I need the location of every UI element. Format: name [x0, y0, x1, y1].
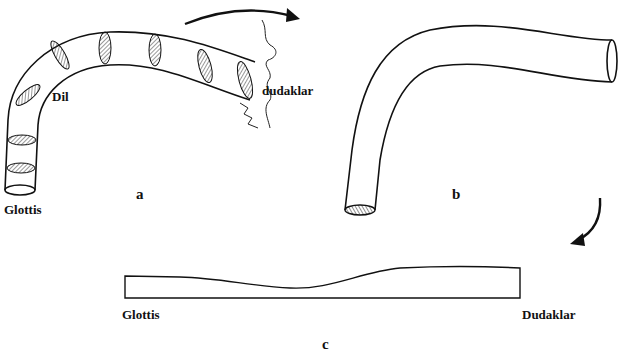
figure-letter: c — [322, 336, 329, 353]
figure-letter: b — [452, 186, 460, 203]
part-label: Glottis — [122, 308, 160, 322]
part-label: Dudaklar — [522, 308, 575, 322]
part-label: Glottis — [4, 203, 42, 217]
figure-letter: a — [136, 186, 144, 203]
part-label: Dil — [52, 90, 69, 104]
part-label: dudaklar — [262, 84, 313, 98]
